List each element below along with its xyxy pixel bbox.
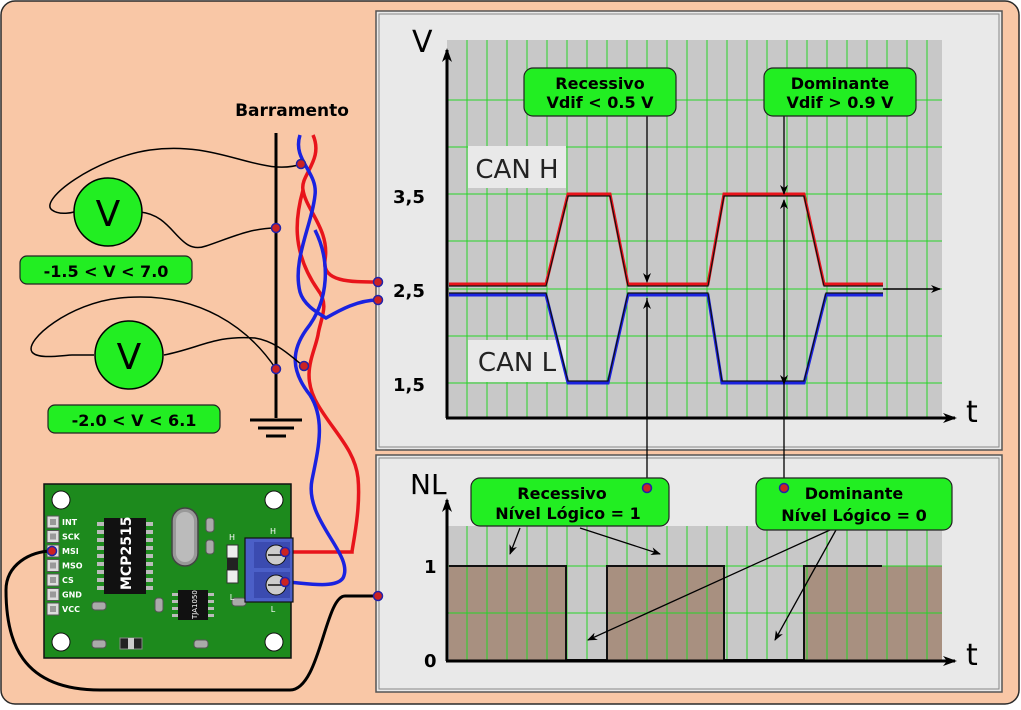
voltmeter-2-range: -2.0 < V < 6.1 — [72, 411, 197, 430]
svg-text:INT: INT — [62, 518, 78, 527]
pin-sck: SCK — [46, 530, 81, 543]
svg-text:Vdif > 0.9 V: Vdif > 0.9 V — [786, 93, 894, 112]
voltmeter-2: V -2.0 < V < 6.1 — [30, 296, 305, 434]
mcp2515-module: INT SCK MSI MSO CS GND VCC MCP2515 TJA1050 H — [43, 483, 294, 659]
svg-text:Recessivo: Recessivo — [517, 484, 606, 503]
logic-y-tick: 0 — [424, 651, 437, 672]
mcp2515-chip-label: MCP2515 — [119, 517, 135, 590]
can-l-wire — [296, 134, 379, 321]
msi-wire — [4, 549, 378, 692]
svg-text:Nível Lógico = 0: Nível Lógico = 0 — [781, 506, 927, 525]
bus-label: Barramento — [235, 101, 349, 121]
svg-text:Vdif < 0.5 V: Vdif < 0.5 V — [546, 93, 654, 112]
voltage-y-tick: 3,5 — [393, 187, 425, 208]
voltage-y-axis-label: V — [412, 25, 433, 60]
dominant-logic-callout: Dominante Nível Lógico = 0 — [755, 477, 953, 531]
can-h-label: CAN H — [475, 155, 558, 185]
voltmeter-2-symbol: V — [117, 337, 142, 378]
svg-text:MSO: MSO — [62, 562, 83, 571]
svg-text:GND: GND — [62, 591, 82, 600]
bus-section: Barramento V -1.5 < V < 7.0 V — [19, 101, 384, 587]
svg-text:SCK: SCK — [62, 533, 81, 542]
svg-text:Recessivo: Recessivo — [555, 74, 644, 93]
svg-text:L: L — [230, 593, 235, 602]
logic-x-axis-label: t — [966, 638, 978, 673]
pin-int: INT — [46, 515, 78, 529]
recessive-logic-callout: Recessivo Nível Lógico = 1 — [470, 477, 670, 527]
pin-vcc: VCC — [46, 602, 80, 616]
tja1050-label: TJA1050 — [191, 590, 199, 620]
pin-mso: MSO — [46, 559, 83, 572]
svg-text:H: H — [270, 527, 276, 536]
voltage-chart: CAN H CAN L V t 3,5 2,5 1,5 Recessivo Vd… — [375, 10, 1003, 451]
screw-terminal: H L — [244, 527, 294, 614]
voltage-y-tick: 1,5 — [393, 375, 425, 396]
can-l-label: CAN L — [478, 348, 557, 378]
svg-text:Dominante: Dominante — [805, 484, 904, 503]
voltmeter-1: V -1.5 < V < 7.0 — [19, 147, 303, 285]
tja1050-chip: TJA1050 — [172, 590, 214, 620]
svg-text:CS: CS — [62, 576, 74, 585]
svg-text:Dominante: Dominante — [791, 74, 890, 93]
pin-cs: CS — [46, 573, 74, 587]
voltage-x-axis-label: t — [966, 395, 978, 430]
logic-y-axis-label: NL — [410, 468, 447, 501]
logic-chart: NL t 1 0 Recessivo Nível Lógico = 1 Domi… — [375, 199, 1003, 693]
logic-y-tick: 1 — [424, 557, 437, 578]
voltage-y-tick: 2,5 — [393, 281, 425, 302]
ground-icon — [250, 418, 302, 438]
svg-text:L: L — [271, 605, 276, 614]
jumper: H L — [226, 533, 239, 602]
svg-text:VCC: VCC — [62, 605, 80, 614]
dominant-voltage-callout: Dominante Vdif > 0.9 V — [763, 67, 917, 117]
voltmeter-1-symbol: V — [96, 194, 121, 235]
can-h-wire — [301, 134, 379, 284]
recessive-voltage-callout: Recessivo Vdif < 0.5 V — [523, 67, 677, 117]
svg-text:H: H — [229, 533, 235, 542]
svg-text:Nível Lógico = 1: Nível Lógico = 1 — [495, 504, 641, 523]
voltmeter-1-range: -1.5 < V < 7.0 — [44, 262, 169, 281]
mcp2515-chip: MCP2515 — [97, 517, 153, 594]
logic-level-signal — [449, 565, 882, 661]
svg-text:MSI: MSI — [62, 547, 79, 556]
pin-gnd: GND — [46, 588, 82, 601]
